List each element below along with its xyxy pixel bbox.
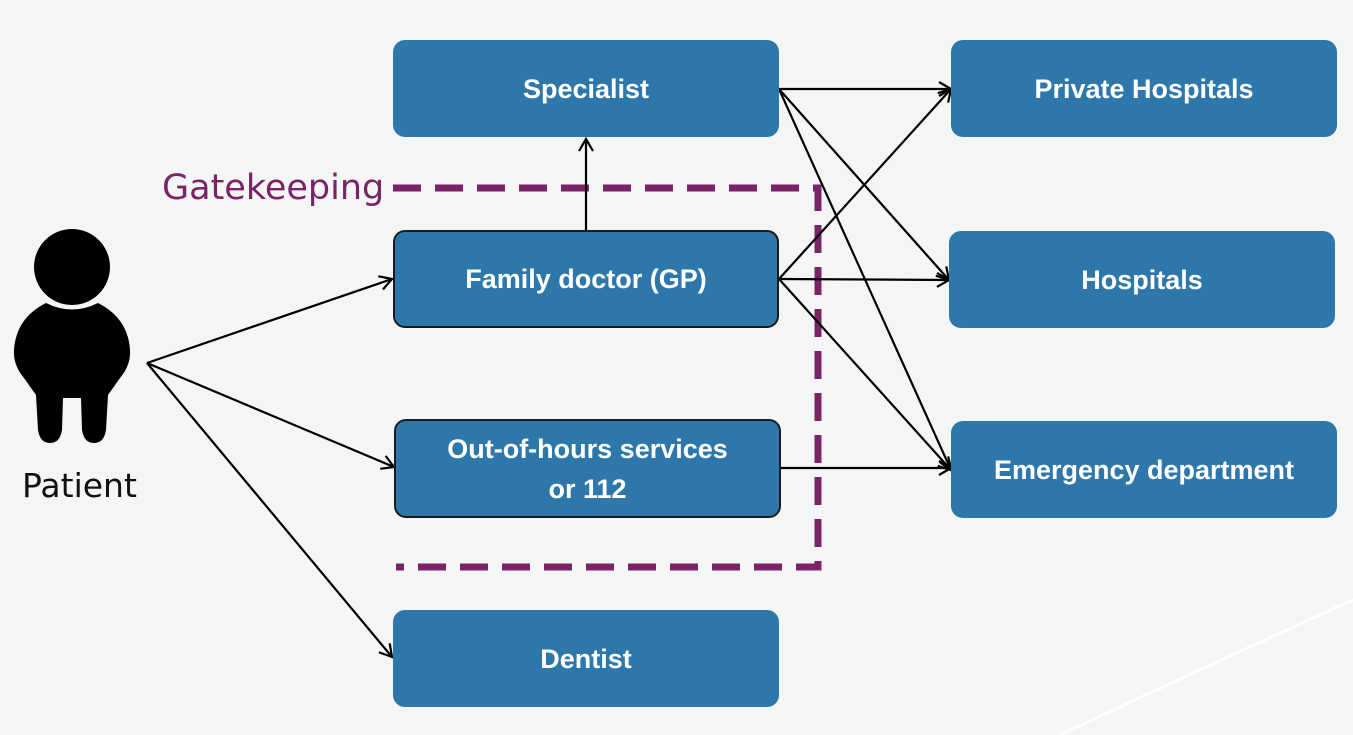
emergency-node-label: Emergency department — [993, 454, 1295, 485]
hospitals-node-label: Hospitals — [1081, 264, 1203, 295]
emergency-node[interactable]: Emergency department — [951, 421, 1337, 518]
out-of-hours-node[interactable]: Out-of-hours services or 112 — [394, 419, 781, 518]
dentist-node[interactable]: Dentist — [393, 610, 779, 707]
gatekeeping-label: Gatekeeping — [162, 168, 385, 208]
private-hospitals-node[interactable]: Private Hospitals — [951, 40, 1337, 137]
specialist-node-label: Specialist — [522, 73, 650, 104]
arrow-patient-gp — [146, 279, 392, 365]
gp-node-label: Family doctor (GP) — [465, 264, 707, 294]
out-of-hours-node-label: Out-of-hours services or 112 — [447, 433, 728, 504]
arrow-patient-out-of-hours — [146, 361, 394, 467]
hospitals-node[interactable]: Hospitals — [949, 231, 1335, 328]
background-curve — [1059, 598, 1353, 735]
arrow-gp-private — [778, 89, 951, 280]
patient-label: Patient — [22, 466, 137, 505]
arrow-patient-dentist — [146, 362, 392, 657]
person-icon — [13, 229, 131, 443]
arrow-gp-emergency — [778, 278, 951, 470]
gatekeeping-border — [393, 184, 822, 571]
private-hospitals-node-label: Private Hospitals — [1034, 73, 1254, 104]
arrow-gp-hospitals — [778, 279, 949, 280]
specialist-node[interactable]: Specialist — [393, 40, 779, 137]
gp-node[interactable]: Family doctor (GP) — [393, 230, 779, 328]
dentist-node-label: Dentist — [540, 643, 632, 674]
